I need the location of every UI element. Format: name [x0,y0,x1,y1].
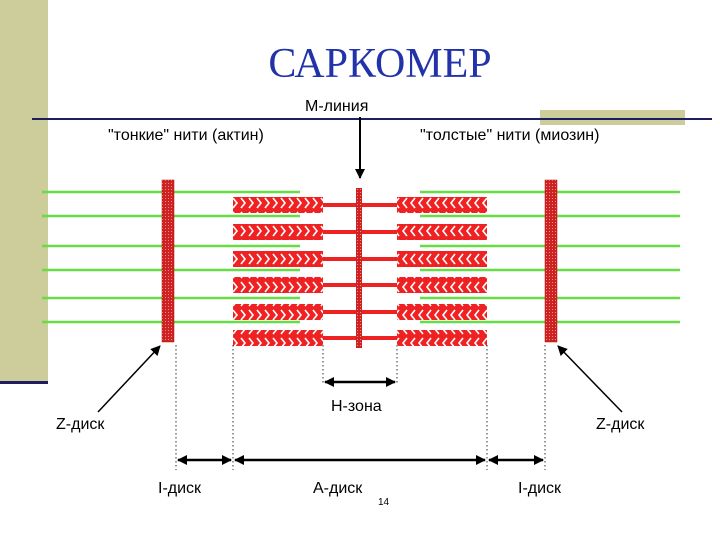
thick-filament [233,224,487,240]
z-disc-left-label: Z-диск [56,416,105,433]
page-number: 14 [378,497,390,508]
left-decor-bar [0,0,48,383]
a-band-label: А-диск [313,480,363,497]
h-zone-label: Н-зона [331,398,382,415]
thick-filament [233,330,487,346]
m-line [356,188,362,348]
thick-filament [233,197,487,213]
slide-title: САРКОМЕР [268,41,492,87]
i-band-left-label: I-диск [158,480,202,497]
z-disc-right [544,179,558,343]
z-disc-left-pointer [97,345,161,413]
title-rule [32,118,712,120]
thick-filaments-label: "толстые" нити (миозин) [420,127,600,144]
right-decor-block [540,110,685,125]
i-band-right-label: I-диск [518,480,562,497]
z-disc-right-pointer [557,345,623,413]
thick-filaments [233,197,487,346]
left-decor-line [0,381,48,384]
guide-lines [175,345,546,470]
z-disc-left [161,179,175,343]
m-line-label: М-линия [305,98,369,115]
z-disc-right-label: Z-диск [596,416,645,433]
thin-filaments-label: "тонкие" нити (актин) [108,127,264,144]
